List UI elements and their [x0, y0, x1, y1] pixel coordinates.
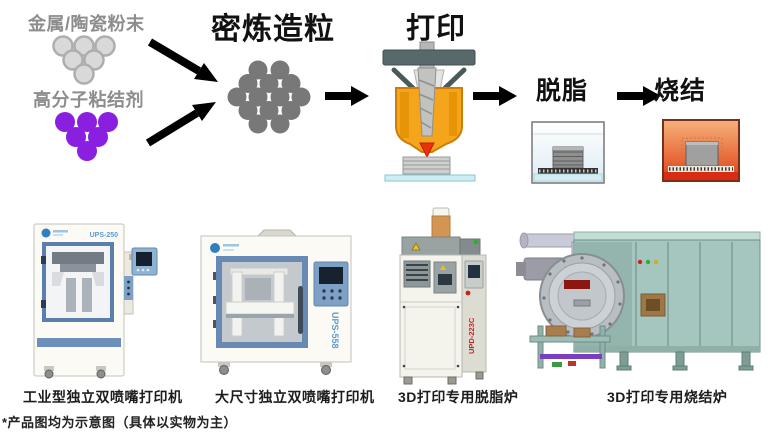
caster-wheels [218, 362, 332, 375]
granule-cluster-icon [227, 60, 311, 134]
arrow-right-icon [325, 86, 369, 106]
arrows-merge-icon [145, 38, 218, 147]
panel-buttons [637, 259, 659, 265]
extruder-illustration [382, 41, 476, 182]
printer-large-image: UPS-558 [200, 229, 352, 375]
debinding-furnace-image: UPD-223C [399, 207, 487, 385]
brand-logo [41, 228, 68, 238]
support-frame [529, 325, 611, 369]
model-text: UPD-223C [467, 317, 476, 354]
product-name-large-printer: 大尺寸独立双喷嘴打印机 [215, 389, 375, 405]
step-sintering-title: 烧结 [654, 77, 707, 105]
indicator-light [473, 239, 479, 245]
sintering-furnace-image [516, 231, 761, 371]
step-printing-title: 打印 [406, 13, 467, 45]
debinding-chamber-illustration [531, 121, 605, 184]
product-name-sintering-furnace: 3D打印专用烧结炉 [607, 389, 728, 405]
powder-particles-icon [52, 35, 116, 85]
binder-label: 高分子粘结剂 [33, 90, 144, 110]
door-nameplate [564, 280, 590, 289]
binder-particles-icon [55, 112, 118, 161]
feet [616, 351, 754, 371]
step-mixing-title: 密炼造粒 [211, 13, 335, 46]
sintering-chamber-illustration [662, 119, 740, 182]
door-handle [298, 286, 303, 334]
emergency-button [465, 290, 471, 296]
caster-wheels [44, 366, 106, 379]
arrow-right-icon [617, 86, 661, 106]
printer-industrial-image: UPS-250 [33, 223, 158, 379]
product-name-industrial-printer: 工业型独立双喷嘴打印机 [23, 389, 183, 405]
brand-logo [210, 243, 239, 253]
arrow-right-icon [473, 86, 517, 106]
powder-label: 金属/陶瓷粉末 [28, 14, 145, 34]
step-debinding-title: 脱脂 [536, 77, 589, 105]
furnace-door [539, 253, 625, 339]
model-text: UPS-250 [90, 232, 119, 239]
model-text: UPS-558 [330, 312, 340, 349]
disclaimer-footnote: *产品图均为示意图（具体以实物为主） [2, 415, 238, 430]
feet [403, 371, 484, 385]
product-name-debinding-furnace: 3D打印专用脱脂炉 [398, 389, 519, 405]
